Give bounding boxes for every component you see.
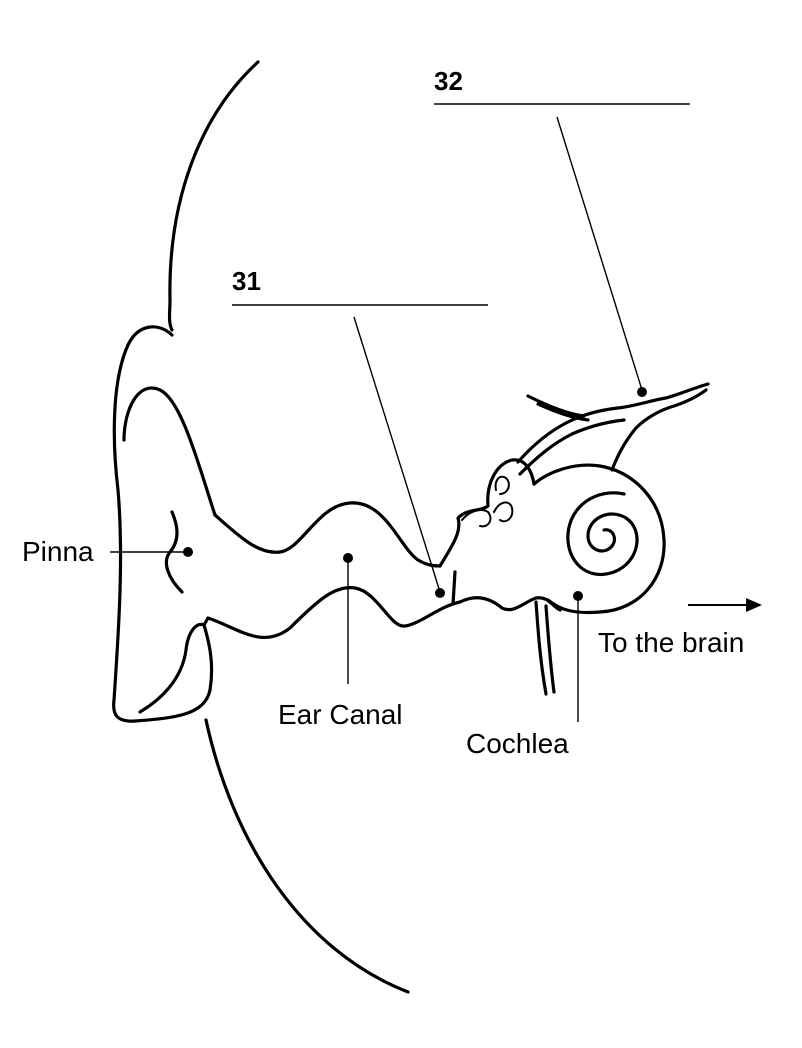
dot-32 [637, 387, 647, 397]
head-outline-upper [167, 60, 260, 332]
to-brain-label: To the brain [598, 627, 744, 658]
dot-31 [435, 588, 445, 598]
cochlea-dot [573, 591, 583, 601]
pinna-inner-fold [122, 386, 217, 517]
leader-32 [556, 116, 643, 391]
ear-canal-lower-wall [206, 586, 462, 640]
semicircular-canals [516, 382, 710, 476]
pinna-lobe-fold [138, 622, 206, 714]
pinna-outline [112, 325, 214, 723]
pinna-dot [183, 547, 193, 557]
question-32-number: 32 [434, 66, 463, 96]
ear-canal-dot [343, 553, 353, 563]
to-brain-arrow-head [746, 598, 762, 612]
leader-31 [353, 316, 441, 593]
ossicles [461, 475, 514, 528]
question-31-number: 31 [232, 266, 261, 296]
cochlea-spiral [566, 491, 639, 576]
cochlea-outer [532, 463, 666, 615]
eardrum [451, 570, 457, 606]
head-outline-lower [204, 718, 410, 994]
ear-canal-upper-wall [213, 501, 442, 568]
middle-ear-outline [438, 458, 562, 612]
ear-canal-label: Ear Canal [278, 699, 403, 730]
eustachian-tube [534, 600, 556, 696]
pinna-label: Pinna [22, 536, 94, 567]
cochlea-label: Cochlea [466, 728, 569, 759]
